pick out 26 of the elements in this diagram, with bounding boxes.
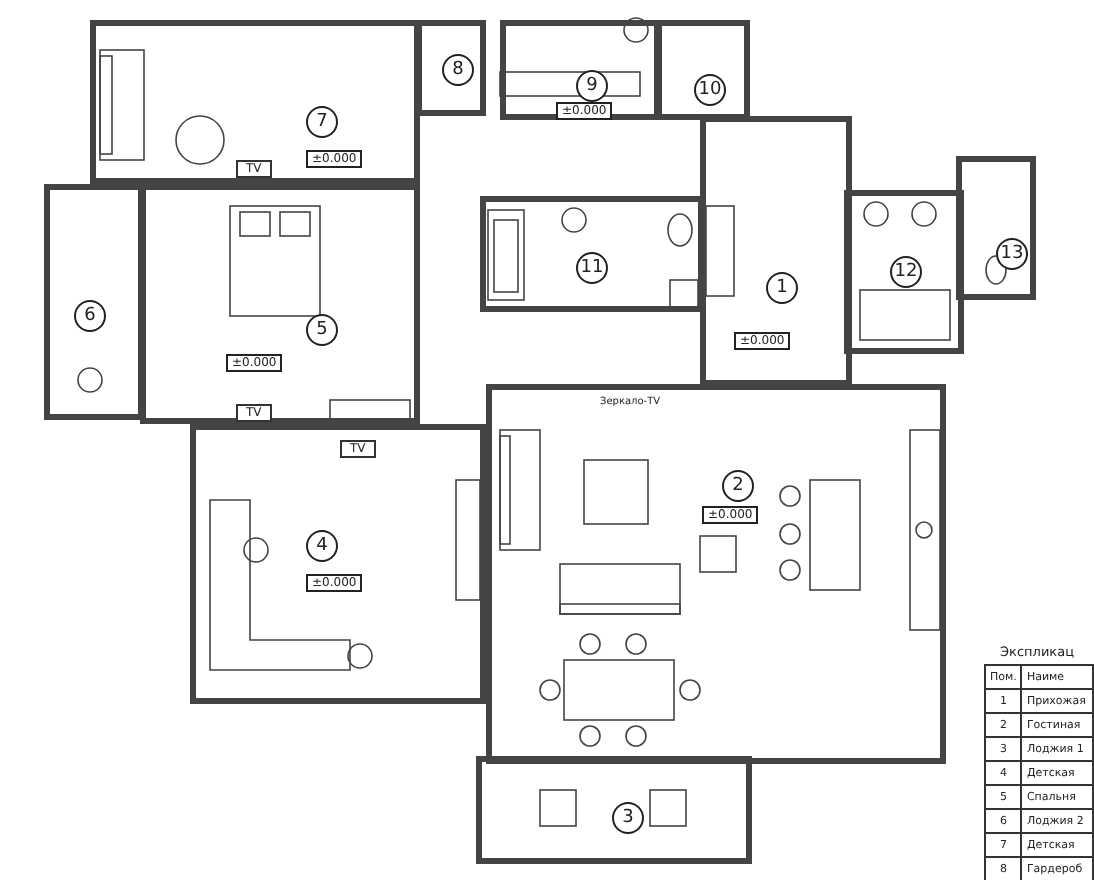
room-number: 7 xyxy=(306,106,338,138)
room-outline xyxy=(416,20,486,116)
room-number: 8 xyxy=(442,54,474,86)
room-number: 3 xyxy=(612,802,644,834)
room-outline xyxy=(480,196,704,312)
room-outline xyxy=(956,156,1036,300)
room-number: 13 xyxy=(996,238,1028,270)
room-number: 1 xyxy=(766,272,798,304)
room-outline xyxy=(500,20,660,120)
room-number: 2 xyxy=(722,470,754,502)
room-number: 6 xyxy=(74,300,106,332)
room-number: 11 xyxy=(576,252,608,284)
room-outline xyxy=(656,20,750,120)
room-outline xyxy=(700,116,852,386)
room-outline xyxy=(476,756,752,864)
room-outline xyxy=(190,424,486,704)
room-outline xyxy=(44,184,144,420)
room-outline xyxy=(486,384,946,764)
room-outline xyxy=(844,190,964,354)
room-number: 12 xyxy=(890,256,922,288)
room-number: 9 xyxy=(576,70,608,102)
room-number: 10 xyxy=(694,74,726,106)
room-number: 4 xyxy=(306,530,338,562)
room-outline xyxy=(90,20,420,184)
room-outline xyxy=(140,184,420,424)
room-number: 5 xyxy=(306,314,338,346)
